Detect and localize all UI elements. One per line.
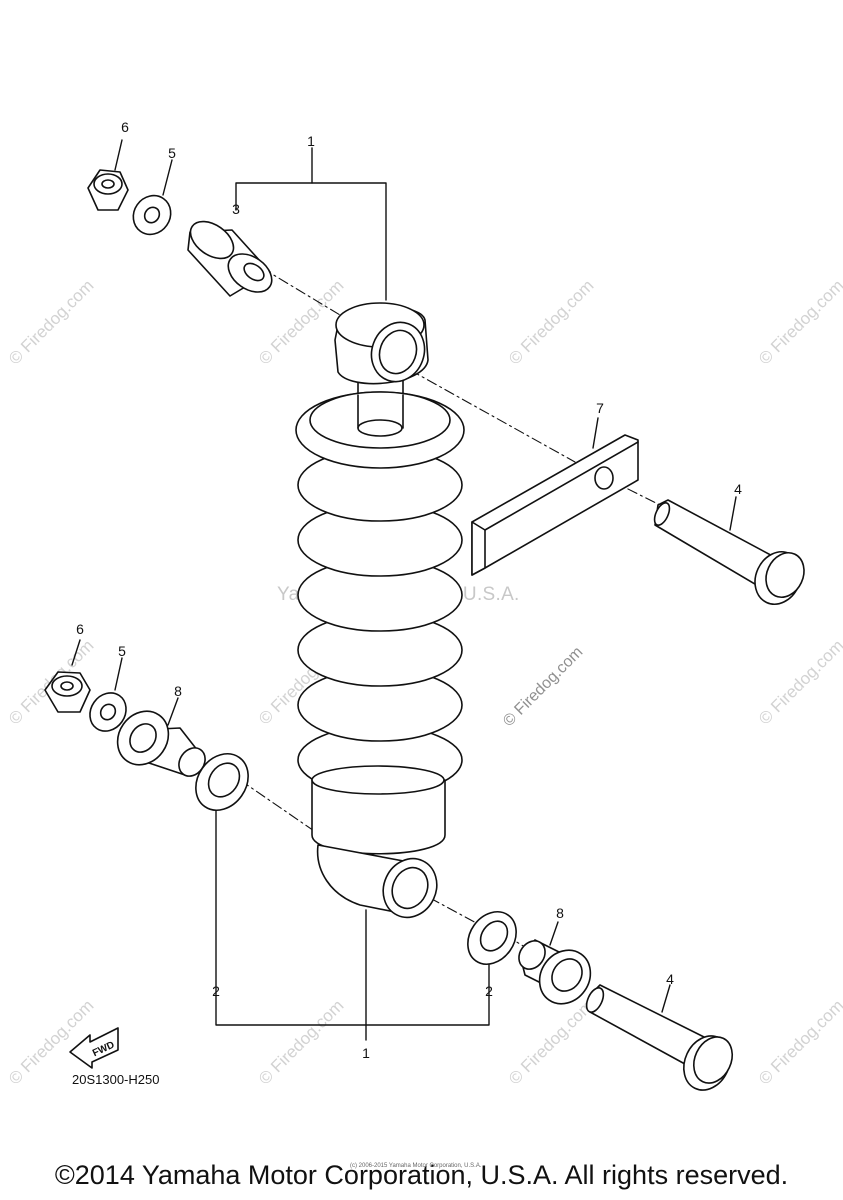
spacer-left [116,710,206,777]
coil-spring [295,391,465,795]
callout-4-bottom: 4 [666,971,674,987]
spacer-right [518,939,592,1005]
callout-5-bottom: 5 [118,643,126,659]
tiny-copyright: (c) 2006-2015 Yamaha Motor Corporation, … [350,1163,482,1169]
bracket [471,434,639,576]
callout-1-top: 1 [307,133,315,149]
oil-seal-right [467,911,517,965]
nut-top [87,169,129,211]
callout-5-top: 5 [168,145,176,161]
callout-3: 3 [232,201,240,217]
collar-top [187,220,273,297]
bolt-bottom [585,984,734,1091]
callout-2-left: 2 [212,983,220,999]
callout-6-top: 6 [121,119,129,135]
callout-1-bottom: 1 [362,1045,370,1061]
bolt-top [653,499,805,605]
oil-seal-left [195,753,249,811]
copyright-footer: ©2014 Yamaha Motor Corporation, U.S.A. A… [54,1160,789,1190]
callout-8-right: 8 [556,905,564,921]
callout-4-top: 4 [734,481,742,497]
washer-top [132,194,172,236]
callout-7: 7 [596,400,604,416]
shock-lower-body [311,765,446,919]
nut-bottom [44,671,91,713]
diagram-code: 20S1300-H250 [72,1072,160,1087]
callout-8-left: 8 [174,683,182,699]
callout-leader-lines [71,139,737,1041]
fwd-arrow-icon [69,1027,119,1069]
callout-2-right: 2 [485,983,493,999]
washer-bottom [89,692,127,732]
callout-6-bottom: 6 [76,621,84,637]
